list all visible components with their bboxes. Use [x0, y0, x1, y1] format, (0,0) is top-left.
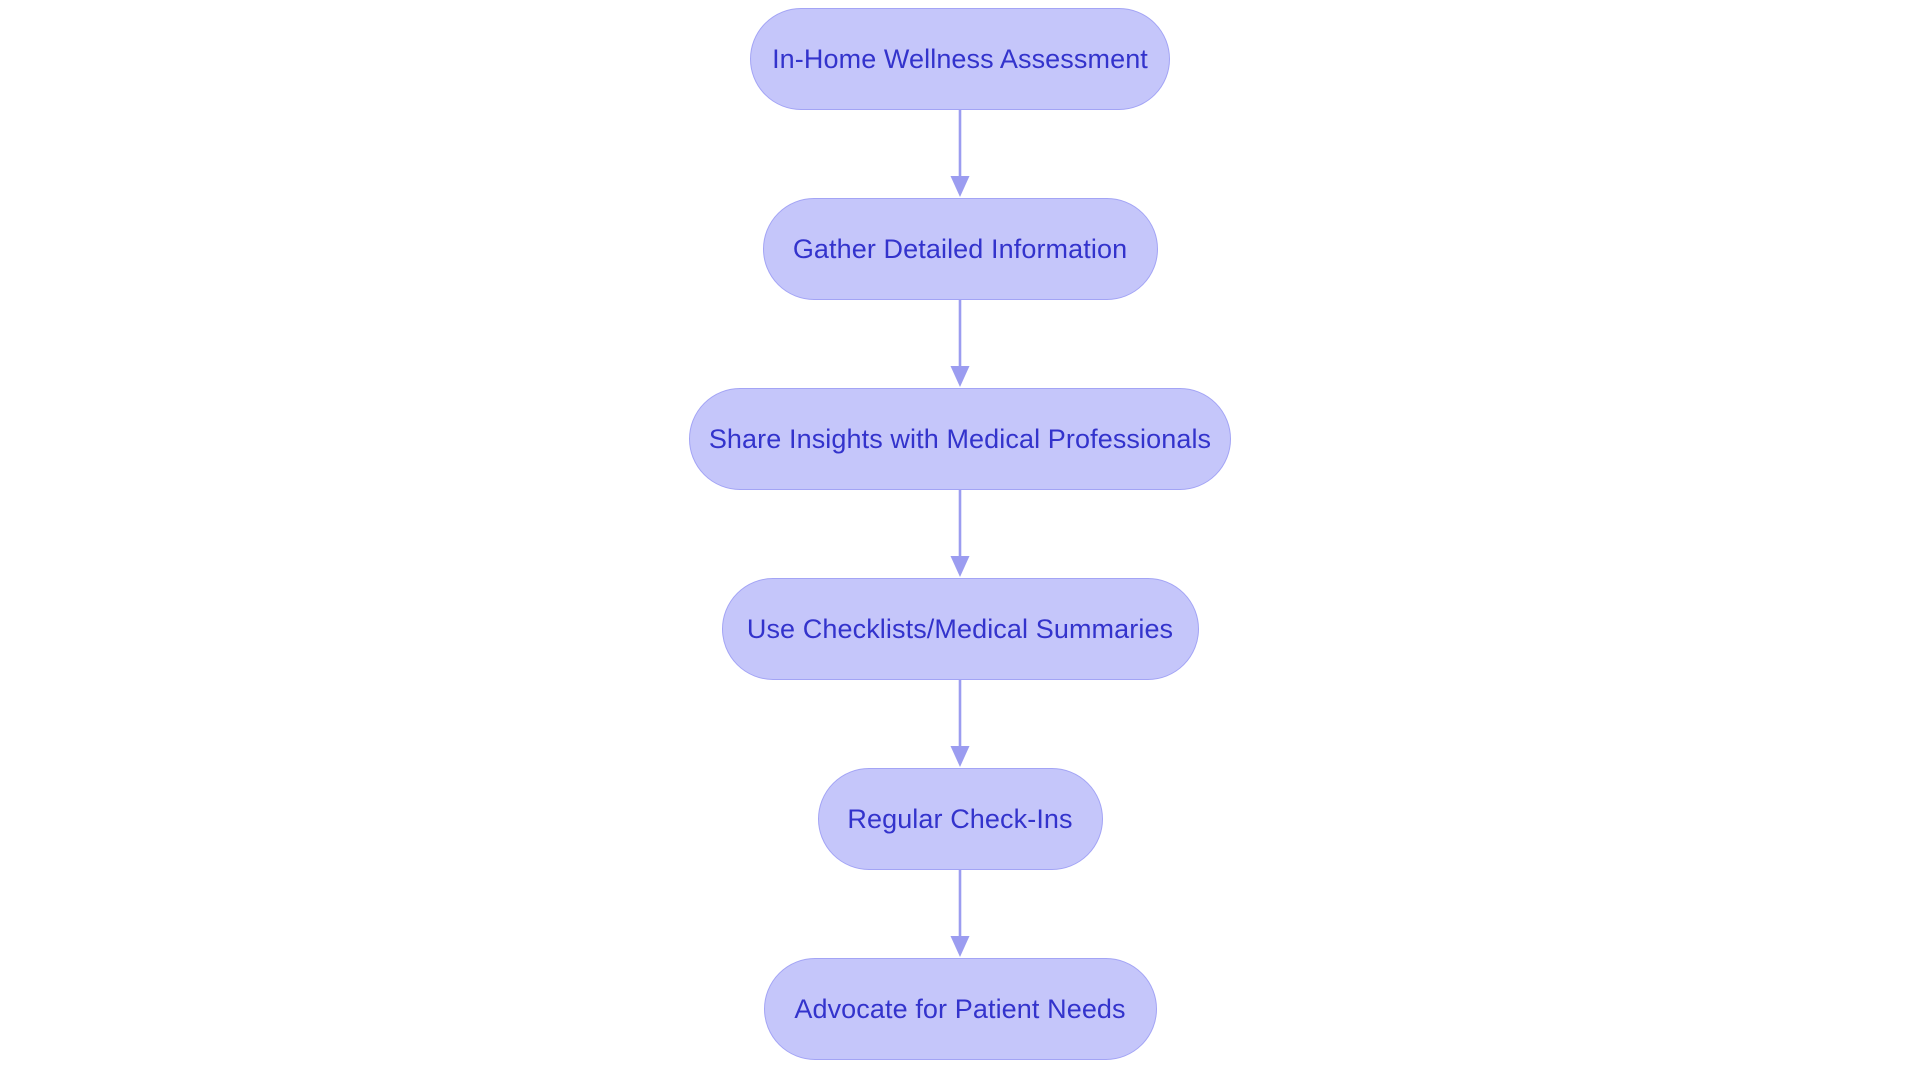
flow-node-in-home-wellness-assessment[interactable]: In-Home Wellness Assessment	[750, 8, 1170, 110]
flow-node-label: Regular Check-Ins	[847, 803, 1073, 834]
flow-arrow-n1-to-n2	[947, 110, 973, 198]
flow-node-label: In-Home Wellness Assessment	[772, 43, 1148, 74]
flow-arrow-n3-to-n4	[947, 490, 973, 578]
flow-arrow-n2-to-n3	[947, 300, 973, 388]
flow-node-advocate-for-patient-needs[interactable]: Advocate for Patient Needs	[763, 958, 1157, 1060]
flow-node-regular-check-ins[interactable]: Regular Check-Ins	[817, 768, 1103, 870]
flow-arrow-n5-to-n6	[947, 870, 973, 958]
flow-node-label: Gather Detailed Information	[792, 233, 1128, 264]
flow-node-label: Use Checklists/Medical Summaries	[746, 613, 1174, 644]
flow-node-label: Advocate for Patient Needs	[794, 993, 1126, 1024]
flow-node-share-insights-with-medical-professionals[interactable]: Share Insights with Medical Professional…	[689, 388, 1231, 490]
flow-node-use-checklists-medical-summaries[interactable]: Use Checklists/Medical Summaries	[721, 578, 1199, 680]
flow-node-label: Share Insights with Medical Professional…	[708, 423, 1212, 454]
flow-node-gather-detailed-information[interactable]: Gather Detailed Information	[762, 198, 1158, 300]
flow-arrow-n4-to-n5	[947, 680, 973, 768]
